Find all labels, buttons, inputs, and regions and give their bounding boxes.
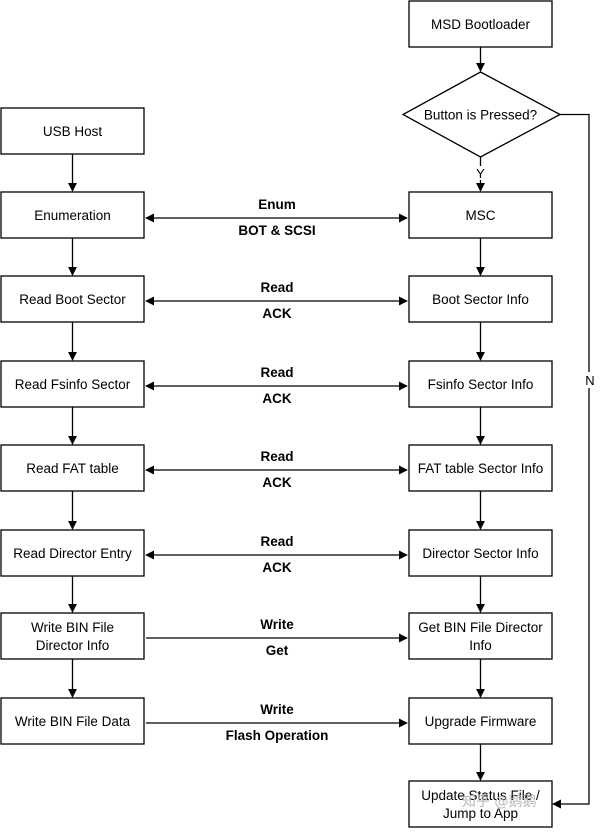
left-node-6 [0,612,145,660]
link-top-label-0: Enum [258,197,296,212]
right-node-0 [408,191,553,239]
decision-node [401,71,562,158]
no-label-bg [583,372,597,388]
link-bottom-label-3: ACK [262,475,291,490]
link-top-label-3: Read [260,449,293,464]
right-node-2 [408,360,553,408]
link-top-label-4: Read [260,534,293,549]
decision-no-path [552,113,590,809]
left-node-5 [0,529,145,577]
left-node-0 [0,107,145,155]
start-node-label: MSD Bootloader [431,17,531,32]
right-node-label-3: FAT table Sector Info [418,461,544,476]
link-bottom-label-6: Flash Operation [226,728,329,743]
link-bottom-label-1: ACK [262,306,291,321]
right-node-label-7: Update Status File /Jump to App [421,788,540,821]
watermark: 知乎 @鹅鹅 [462,793,536,810]
right-node-4 [408,529,553,577]
no-label: N [585,373,594,388]
link-top-label-6: Write [260,702,294,717]
left-node-label-4: Read FAT table [26,461,119,476]
left-node-label-5: Read Director Entry [13,546,132,561]
left-node-label-0: USB Host [43,124,103,139]
left-node-1 [0,191,145,239]
left-node-4 [0,444,145,492]
left-node-label-3: Read Fsinfo Sector [15,377,131,392]
link-bottom-label-0: BOT & SCSI [238,223,315,238]
right-node-1 [408,275,553,323]
left-node-3 [0,360,145,408]
right-node-label-0: MSC [466,208,496,223]
link-top-label-2: Read [260,365,293,380]
start-node [408,0,553,48]
left-node-2 [0,275,145,323]
decision-label: Button is Pressed? [424,107,537,122]
link-top-label-5: Write [260,617,294,632]
left-node-label-1: Enumeration [34,208,111,223]
right-node-label-2: Fsinfo Sector Info [428,377,534,392]
link-bottom-label-5: Get [266,643,289,658]
left-node-label-7: Write BIN File Data [15,714,131,729]
right-node-6 [408,697,553,745]
left-node-7 [0,697,145,745]
right-node-label-1: Boot Sector Info [432,292,529,307]
right-node-label-6: Upgrade Firmware [425,714,537,729]
link-bottom-label-2: ACK [262,391,291,406]
link-bottom-label-4: ACK [262,560,291,575]
right-node-label-4: Director Sector Info [422,546,538,561]
yes-label-bg [473,166,488,180]
left-node-label-2: Read Boot Sector [19,292,126,307]
yes-label: Y [476,166,485,181]
right-node-3 [408,444,553,492]
right-node-7 [408,780,553,828]
link-top-label-1: Read [260,280,293,295]
right-node-5 [408,612,553,660]
